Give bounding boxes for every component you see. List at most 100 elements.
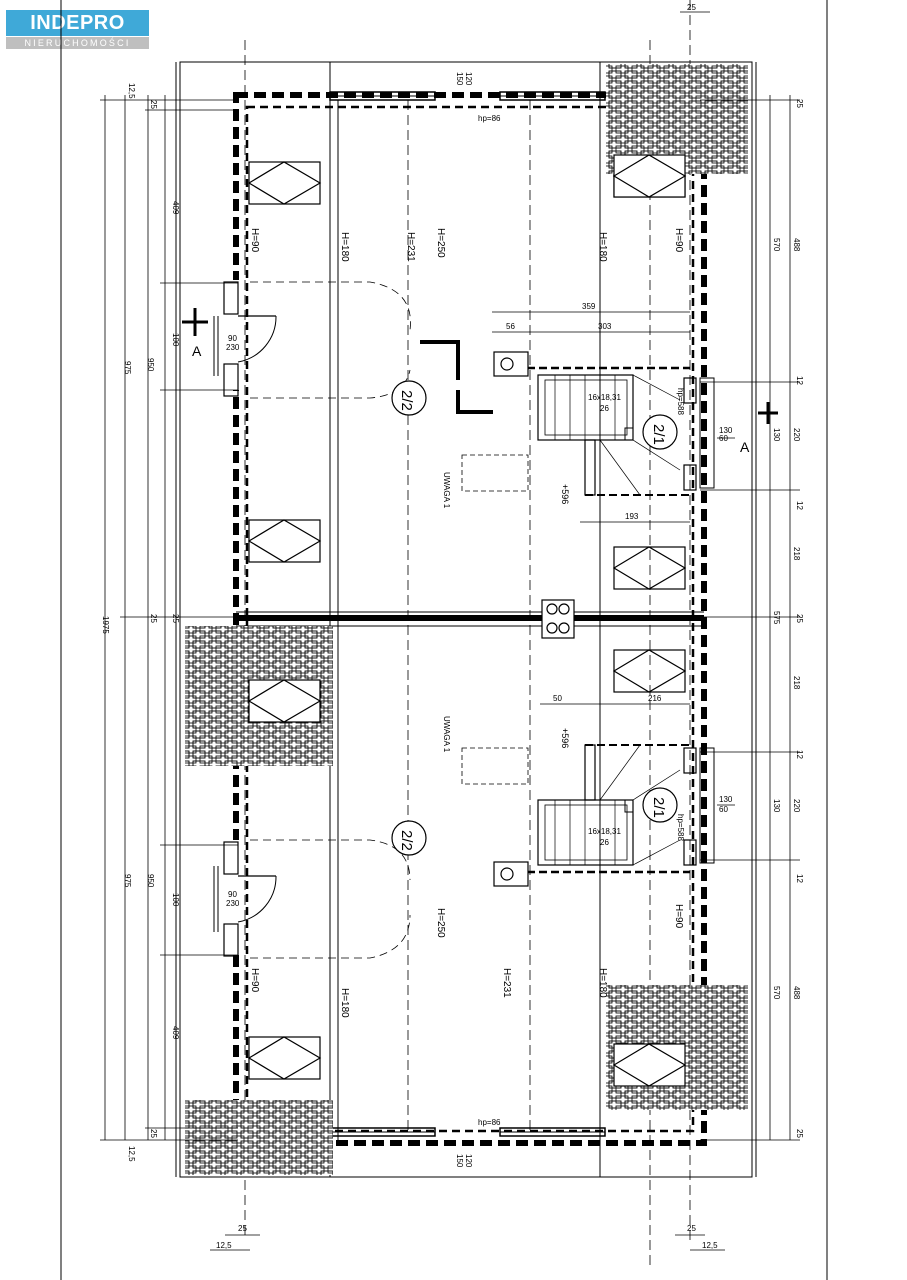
dim-text: 130 bbox=[719, 426, 733, 435]
door-height: 230 bbox=[226, 343, 240, 352]
dim-text: 12,5 bbox=[702, 1241, 718, 1250]
dim-text: 25 bbox=[238, 1224, 247, 1233]
dim-text: 303 bbox=[598, 322, 612, 331]
dim-text: 409 bbox=[171, 1026, 180, 1040]
stair-label-lower: 2/1 bbox=[650, 797, 667, 818]
height-label: H=180 bbox=[339, 232, 350, 262]
dim-text: 409 bbox=[171, 201, 180, 215]
room-label-upper: 2/2 bbox=[398, 390, 415, 411]
dim-text: 150 bbox=[455, 72, 464, 86]
dim-text: 12 bbox=[795, 874, 804, 883]
dim-text: 50 bbox=[553, 694, 562, 703]
dim-text: 12 bbox=[795, 501, 804, 510]
dim-text: 60 bbox=[719, 805, 728, 814]
label-circles bbox=[391, 380, 678, 856]
dim-text: 25 bbox=[795, 1129, 804, 1138]
staircase-lower bbox=[537, 744, 690, 866]
dim-text: 975 bbox=[123, 874, 132, 888]
section-cut bbox=[420, 340, 493, 414]
staircase-upper bbox=[537, 374, 690, 496]
stair-hp: hp=588 bbox=[676, 388, 685, 415]
dim-text: 25 bbox=[149, 100, 158, 109]
height-label: H=250 bbox=[435, 908, 446, 938]
stair-label-upper: 2/1 bbox=[650, 424, 667, 445]
stair-hp: hp=588 bbox=[676, 814, 685, 841]
dim-text: 120 bbox=[464, 72, 473, 86]
dim-text: 12,5 bbox=[127, 83, 136, 99]
dim-text: 150 bbox=[455, 1154, 464, 1168]
height-label: H=90 bbox=[673, 904, 684, 929]
outer-walls bbox=[233, 92, 707, 1146]
dim-text: 56 bbox=[506, 322, 515, 331]
roof-windows-horizontal bbox=[329, 91, 606, 1137]
height-label: H=180 bbox=[597, 968, 608, 998]
note-boxes bbox=[461, 454, 529, 785]
logo-tagline: NIERUCHOMOŚCI bbox=[6, 37, 149, 49]
roof-tiles bbox=[185, 64, 748, 1175]
dim-text: 218 bbox=[792, 676, 801, 690]
door-height: 230 bbox=[226, 899, 240, 908]
level-mark: +596 bbox=[560, 728, 570, 748]
dim-text: 570 bbox=[772, 238, 781, 252]
company-logo: INDEPRO NIERUCHOMOŚCI bbox=[6, 10, 149, 50]
note-label: UWAGA 1 bbox=[442, 716, 451, 753]
dim-text: 488 bbox=[792, 986, 801, 1000]
section-label-left: A bbox=[192, 343, 202, 359]
stair-walls bbox=[527, 366, 715, 874]
height-label: H=231 bbox=[405, 232, 416, 262]
level-mark: +596 bbox=[560, 484, 570, 504]
room-label-lower: 2/2 bbox=[398, 830, 415, 851]
dim-text: 220 bbox=[792, 799, 801, 813]
window-sill-label: hp=86 bbox=[478, 114, 501, 123]
dim-text: 488 bbox=[792, 238, 801, 252]
dim-text: 1975 bbox=[101, 616, 110, 634]
dim-text: 12,5 bbox=[127, 1146, 136, 1162]
stair-run: 26 bbox=[600, 838, 609, 847]
height-label: H=180 bbox=[339, 988, 350, 1018]
dim-text: 25 bbox=[795, 99, 804, 108]
dim-text: 193 bbox=[625, 512, 639, 521]
dim-text: 359 bbox=[582, 302, 596, 311]
door-width: 90 bbox=[228, 890, 237, 899]
section-markers bbox=[182, 308, 778, 424]
dim-text: 130 bbox=[772, 428, 781, 442]
dim-text: 950 bbox=[146, 874, 155, 888]
left-wall-doors bbox=[213, 280, 277, 957]
stair-spec: 16x18,31 bbox=[588, 827, 621, 836]
dim-text: 12,5 bbox=[216, 1241, 232, 1250]
dim-text: 950 bbox=[146, 358, 155, 372]
dim-text: 120 bbox=[464, 1154, 473, 1168]
dim-text: 218 bbox=[792, 547, 801, 561]
dim-text: 570 bbox=[772, 986, 781, 1000]
dim-text: 25 bbox=[171, 614, 180, 623]
height-label: H=90 bbox=[249, 228, 260, 253]
dim-text: 975 bbox=[123, 361, 132, 375]
dim-text: 25 bbox=[795, 614, 804, 623]
dim-text: 130 bbox=[772, 799, 781, 813]
dim-text: 100 bbox=[171, 333, 180, 347]
dim-text: 100 bbox=[171, 893, 180, 907]
dim-text: 12 bbox=[795, 376, 804, 385]
height-label: H=180 bbox=[597, 232, 608, 262]
stair-run: 26 bbox=[600, 404, 609, 413]
dim-text: 220 bbox=[792, 428, 801, 442]
height-label: H=90 bbox=[249, 968, 260, 993]
dim-text: 575 bbox=[772, 611, 781, 625]
dim-text: 25 bbox=[687, 3, 696, 12]
dim-text: 25 bbox=[149, 1129, 158, 1138]
dim-text: 216 bbox=[648, 694, 662, 703]
dimension-lines-left bbox=[100, 95, 238, 1141]
height-label: H=90 bbox=[673, 228, 684, 253]
page-borders bbox=[60, 0, 828, 1280]
height-label: H=231 bbox=[501, 968, 512, 998]
logo-brand: INDEPRO bbox=[6, 10, 149, 36]
dimension-lines-other bbox=[210, 11, 735, 1251]
stair-spec: 16x18,31 bbox=[588, 393, 621, 402]
door-width: 90 bbox=[228, 334, 237, 343]
section-label-right: A bbox=[740, 439, 750, 455]
dim-text: 25 bbox=[149, 614, 158, 623]
dim-text: 130 bbox=[719, 795, 733, 804]
window-sill-label: hp=86 bbox=[478, 1118, 501, 1127]
dimension-lines-right bbox=[700, 95, 800, 1141]
